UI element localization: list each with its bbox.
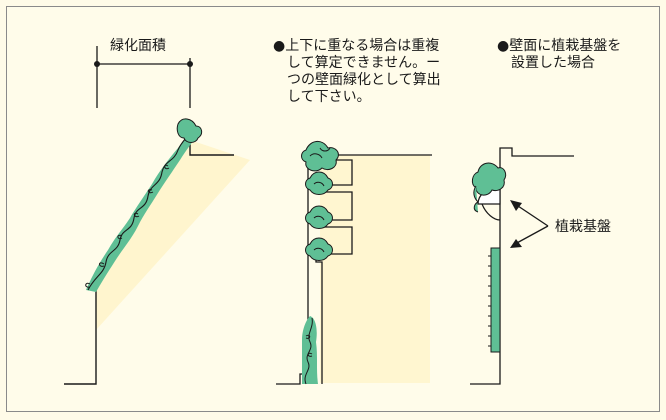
planting-wall-profile <box>470 147 574 385</box>
overlap-note: ●上下に重なる場合は重複 して算定できません。ー つの壁面緑化として算出 して下… <box>273 38 441 106</box>
pointer-arrow-upper <box>510 200 522 211</box>
dimension-dot-left <box>94 61 100 67</box>
ledge-plant-3 <box>305 205 333 229</box>
slope-vine-stem <box>87 125 195 291</box>
planting-base-label: 植栽基盤 <box>555 219 611 235</box>
stacked-wall-shade <box>320 155 430 383</box>
pointer-arrow-lower <box>510 239 522 248</box>
pot-plant-trail <box>473 185 479 213</box>
greening-area-label: 緑化面積 <box>110 38 166 54</box>
pot-plant <box>471 162 507 196</box>
slope-panel <box>64 46 250 385</box>
pointer-line-lower <box>514 225 549 245</box>
ledge-plant-4 <box>305 237 333 261</box>
planting-base-note-line: ●壁面に植栽基盤を <box>497 38 622 54</box>
stacked-wall-panel <box>276 141 432 385</box>
overlap-note-line: して下さい。 <box>273 89 371 105</box>
dimension-dot-right <box>187 61 193 67</box>
slope-vine-curls <box>85 164 170 288</box>
overlap-note-line: つの壁面緑化として算出 <box>273 72 441 88</box>
wall-climbing-vine-stem <box>304 317 313 385</box>
planting-base-panel <box>470 147 574 385</box>
overlap-note-line: ●上下に重なる場合は重複 <box>273 38 440 54</box>
ledge-plant-2 <box>305 171 333 195</box>
slope-vine-top <box>176 118 203 143</box>
ledge-plant-1 <box>301 141 339 172</box>
vertical-panel-ticks <box>488 255 491 347</box>
vertical-planting-panel <box>490 247 501 353</box>
planting-base-note-line: 設置した場合 <box>497 55 595 71</box>
overlap-note-line: して算定できません。ー <box>273 55 441 71</box>
pointer-line-upper <box>514 203 549 227</box>
wall-pot-rim <box>481 203 501 221</box>
slope-shade <box>96 140 250 330</box>
planting-base-note: ●壁面に植栽基盤を 設置した場合 <box>497 38 621 72</box>
